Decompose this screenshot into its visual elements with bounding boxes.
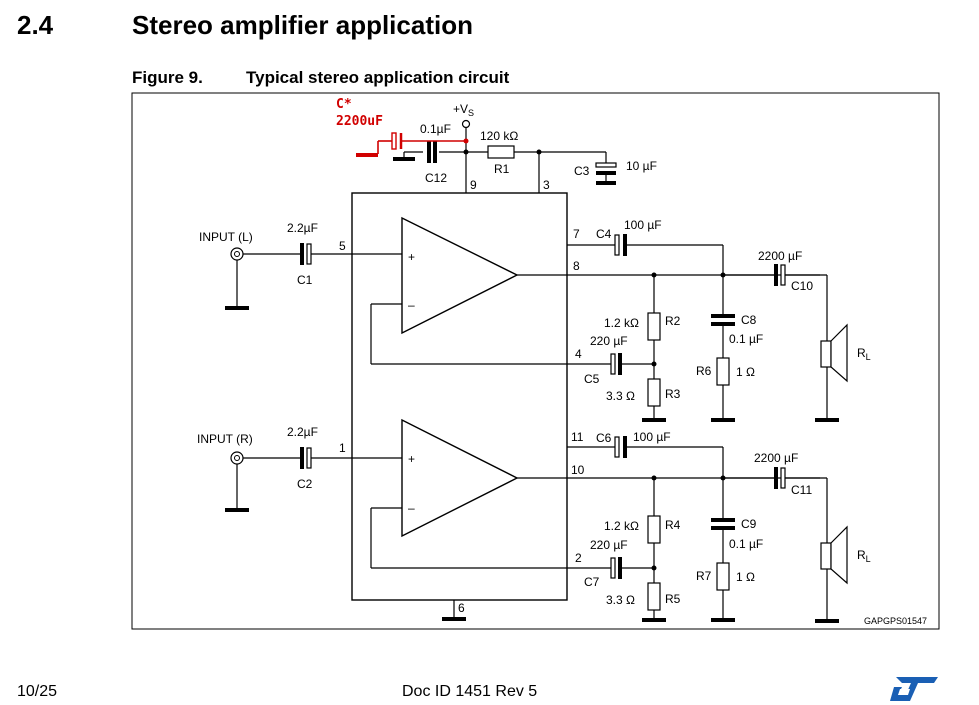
c7-value: 220 µF bbox=[590, 538, 628, 552]
r4-resistor bbox=[647, 515, 661, 544]
figure-title: Typical stereo application circuit bbox=[246, 68, 510, 87]
c3-name: C3 bbox=[574, 164, 590, 178]
c8-name: C8 bbox=[741, 313, 757, 327]
pin-8: 8 bbox=[573, 259, 580, 273]
r2-value: 1.2 kΩ bbox=[604, 316, 639, 330]
c6-value: 100 µF bbox=[633, 430, 671, 444]
r6-resistor bbox=[716, 357, 730, 386]
load-left-label: RL bbox=[857, 346, 871, 362]
c8-value: 0.1 µF bbox=[729, 332, 763, 346]
c9-value: 0.1 µF bbox=[729, 537, 763, 551]
c6-name: C6 bbox=[596, 431, 612, 445]
r1-value: 120 kΩ bbox=[480, 129, 518, 143]
amp-left-plus: + bbox=[408, 250, 415, 264]
c7-plate bbox=[610, 557, 616, 579]
r7-value: 1 Ω bbox=[736, 570, 755, 584]
c5-name: C5 bbox=[584, 372, 600, 386]
pin-11: 11 bbox=[571, 430, 584, 444]
r6-name: R6 bbox=[696, 364, 712, 378]
pin-7: 7 bbox=[573, 227, 580, 241]
c4-name: C4 bbox=[596, 227, 612, 241]
page-number: 10/25 bbox=[17, 683, 58, 700]
c7-name: C7 bbox=[584, 575, 600, 589]
pin-4: 4 bbox=[575, 347, 582, 361]
added-cap-plate bbox=[391, 132, 397, 150]
amp-right-plus: + bbox=[408, 452, 415, 466]
c10-value: 2200 µF bbox=[758, 249, 802, 263]
c2-name: C2 bbox=[297, 477, 313, 491]
c3-plate bbox=[595, 162, 617, 168]
r2-name: R2 bbox=[665, 314, 681, 328]
r4-value: 1.2 kΩ bbox=[604, 519, 639, 533]
pin-3: 3 bbox=[543, 178, 550, 192]
pin-5: 5 bbox=[339, 239, 346, 253]
supply-terminal bbox=[461, 119, 471, 129]
r1-name: R1 bbox=[494, 162, 510, 176]
added-cap-name: C* bbox=[336, 97, 352, 112]
c1-name: C1 bbox=[297, 273, 313, 287]
pin-1: 1 bbox=[339, 441, 346, 455]
pin-2: 2 bbox=[575, 551, 582, 565]
r2-resistor bbox=[647, 312, 661, 341]
r1-resistor bbox=[487, 145, 515, 159]
supply-label: +VS bbox=[453, 102, 474, 118]
c1-value: 2.2µF bbox=[287, 221, 318, 235]
pin-10: 10 bbox=[571, 463, 585, 477]
pin-9: 9 bbox=[470, 178, 477, 192]
input-left-label: INPUT (L) bbox=[199, 230, 253, 244]
r7-name: R7 bbox=[696, 569, 712, 583]
c4-value: 100 µF bbox=[624, 218, 662, 232]
c10-name: C10 bbox=[791, 279, 813, 293]
c11-value: 2200 µF bbox=[754, 451, 798, 465]
load-right-label: RL bbox=[857, 548, 871, 564]
r3-resistor bbox=[647, 378, 661, 407]
r5-name: R5 bbox=[665, 592, 681, 606]
c5-plate bbox=[610, 353, 616, 375]
input-right-label: INPUT (R) bbox=[197, 432, 253, 446]
r5-resistor bbox=[647, 582, 661, 611]
r3-name: R3 bbox=[665, 387, 681, 401]
ic-body bbox=[351, 192, 568, 601]
section-number: 2.4 bbox=[17, 10, 54, 40]
r7-resistor bbox=[716, 562, 730, 591]
c2-value: 2.2µF bbox=[287, 425, 318, 439]
c12-name: C12 bbox=[425, 171, 447, 185]
amplifier-left bbox=[401, 216, 519, 335]
c11-name: C11 bbox=[791, 483, 812, 497]
amp-left-minus: – bbox=[408, 298, 415, 312]
pin-6: 6 bbox=[458, 601, 465, 615]
c4-plate bbox=[614, 234, 620, 256]
c5-value: 220 µF bbox=[590, 334, 628, 348]
added-cap-value: 2200uF bbox=[336, 114, 383, 129]
section-title: Stereo amplifier application bbox=[132, 10, 473, 40]
st-logo bbox=[890, 677, 938, 701]
c6-plate bbox=[614, 436, 620, 458]
amp-right-minus: – bbox=[408, 501, 415, 515]
c12-value: 0.1µF bbox=[420, 122, 451, 136]
figure-frame bbox=[131, 92, 940, 630]
amplifier-right bbox=[401, 418, 519, 538]
r4-name: R4 bbox=[665, 518, 681, 532]
doc-id: Doc ID 1451 Rev 5 bbox=[402, 683, 538, 700]
ref-code: GAPGPS01547 bbox=[864, 616, 927, 626]
c9-name: C9 bbox=[741, 517, 757, 531]
c3-value: 10 µF bbox=[626, 159, 657, 173]
speaker-left bbox=[820, 340, 832, 368]
figure-number: Figure 9. bbox=[132, 68, 203, 87]
r5-value: 3.3 Ω bbox=[606, 593, 635, 607]
r3-value: 3.3 Ω bbox=[606, 389, 635, 403]
speaker-right bbox=[820, 542, 832, 570]
r6-value: 1 Ω bbox=[736, 365, 755, 379]
